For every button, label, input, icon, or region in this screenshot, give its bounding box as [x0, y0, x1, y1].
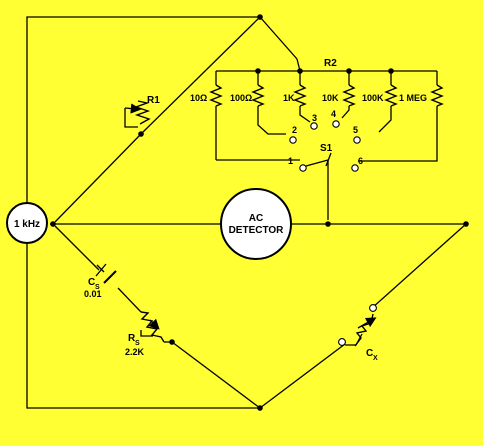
source-wiring	[26, 16, 466, 409]
ac-detector	[220, 188, 331, 260]
resistor-10k	[341, 71, 356, 119]
r2-10k-label: 10K	[322, 93, 339, 103]
resistor-100-ohm	[251, 71, 286, 135]
s1-pos-1: 1	[288, 156, 293, 166]
s1-label: S1	[320, 143, 333, 154]
cx-component	[338, 304, 377, 347]
source-label: 1 kHz	[14, 219, 40, 230]
1khz-source	[6, 202, 56, 244]
right-node	[463, 221, 469, 227]
resistor-10-ohm	[209, 71, 300, 161]
r2-100k-label: 100K	[362, 93, 384, 103]
cx-label: C	[366, 348, 373, 359]
rs-subscript: S	[135, 340, 140, 347]
s1-pos-6: 6	[358, 156, 363, 166]
r2-100-ohm-label: 100Ω	[230, 93, 252, 103]
s1-pos-2: 2	[292, 125, 297, 135]
r1-variable-resistor	[124, 100, 151, 137]
rs-value: 2.2K	[125, 347, 145, 357]
resistor-1meg	[358, 71, 444, 162]
r2-label: R2	[324, 58, 337, 69]
s1-pos-3: 3	[312, 113, 317, 123]
cs-capacitor	[95, 263, 117, 284]
bottom-node	[257, 405, 263, 411]
r2-10-ohm-label: 10Ω	[190, 93, 207, 103]
cs-label: C	[88, 277, 95, 288]
r1-label: R1	[147, 95, 160, 106]
rs-label: R	[128, 333, 136, 344]
s1-pos-5: 5	[353, 125, 358, 135]
bridge-arms	[54, 16, 467, 409]
detector-label-line1: AC	[249, 213, 263, 224]
cs-subscript: S	[95, 284, 100, 291]
rs-variable-resistor	[140, 311, 175, 345]
r2-1meg-label: 1 MEG	[399, 93, 427, 103]
s1-pos-4: 4	[331, 109, 336, 119]
top-node	[257, 14, 263, 20]
cx-subscript: X	[373, 355, 378, 362]
r2-1k-label: 1K	[283, 93, 295, 103]
resistor-1k	[293, 71, 311, 123]
s1-rotary-switch	[289, 120, 361, 220]
detector-label-line2: DETECTOR	[229, 225, 285, 236]
cs-value: 0.01	[84, 289, 102, 299]
r2-resistor-bank	[209, 68, 444, 162]
